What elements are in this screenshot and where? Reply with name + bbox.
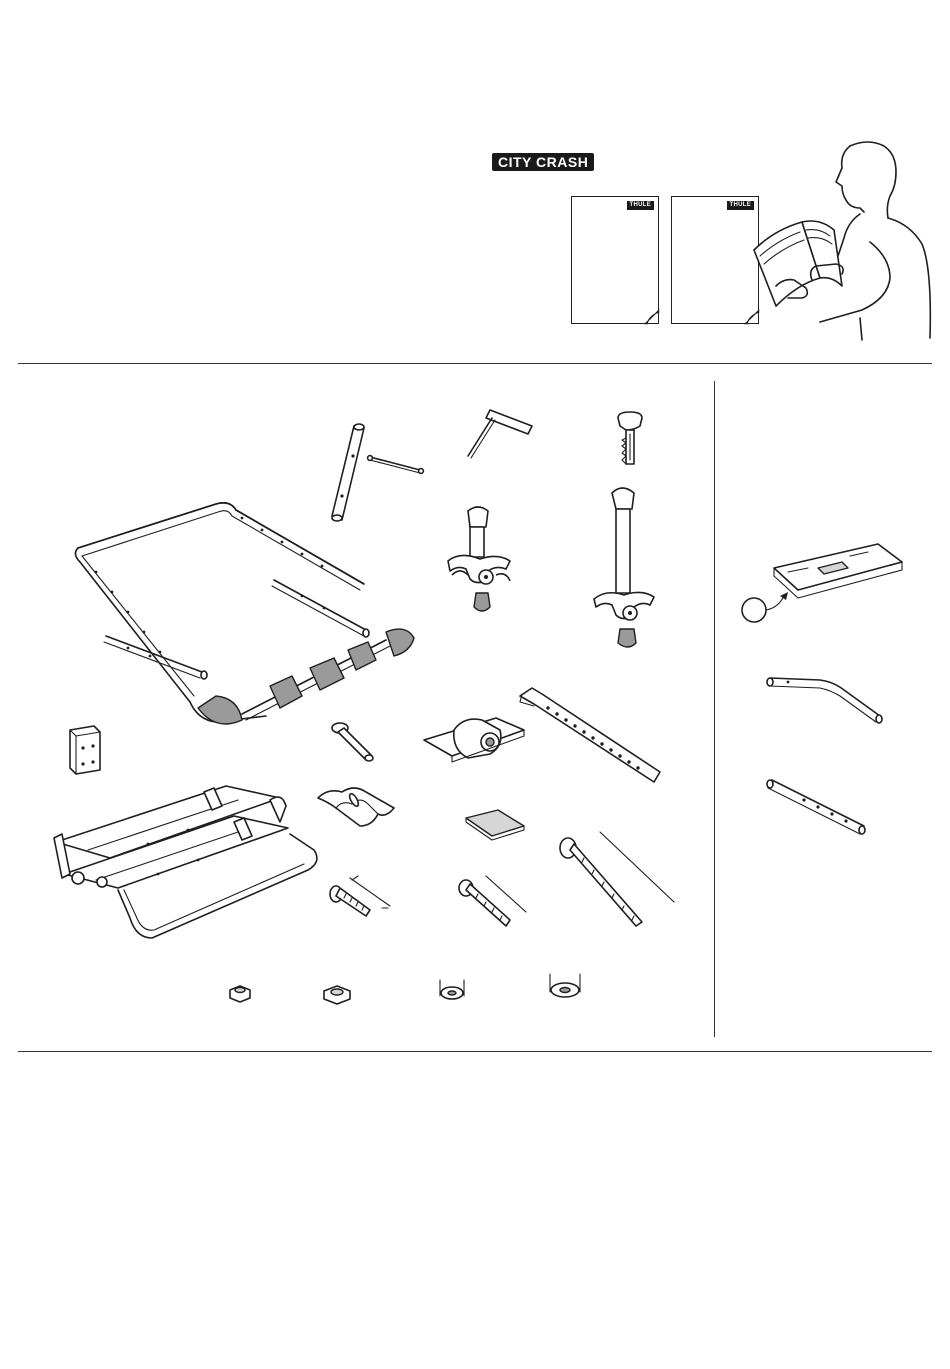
page-curl-icon [645,310,659,324]
wheel-strap-icon [512,684,672,790]
long-frame-holder-icon [588,485,660,655]
column-divider [714,381,715,1037]
carrier-base-frame-icon [48,778,324,948]
thule-logo: THULE [627,201,655,210]
hex-nut-icon [320,982,354,1008]
long-bolt-icon [556,826,680,932]
bottom-divider [18,1051,932,1052]
flat-head-bolt-icon [328,718,378,764]
straight-tube-icon [764,770,874,850]
tommy-bar-icon [360,448,430,478]
instruction-manual-2: THULE [671,196,759,324]
medium-bolt-icon [452,872,532,934]
instruction-manual-1: THULE [571,196,659,324]
top-divider [18,363,932,364]
rubber-pad-icon [66,722,106,778]
hex-key-icon [460,404,540,464]
short-bolt-icon [322,872,394,932]
main-bike-frame-icon [66,500,426,740]
lock-nut-icon [226,982,254,1006]
person-reading-manual-icon [750,138,940,343]
large-washer-icon [546,970,584,1002]
license-plate-holder-icon [738,536,914,626]
small-washer-icon [436,976,468,1004]
product-badge: CITY CRASH [492,153,594,171]
saddle-clamp-icon [314,782,398,838]
square-pad-icon [462,806,528,842]
bent-tube-icon [764,668,888,730]
short-frame-holder-icon [440,503,520,623]
lock-key-icon [612,410,648,470]
